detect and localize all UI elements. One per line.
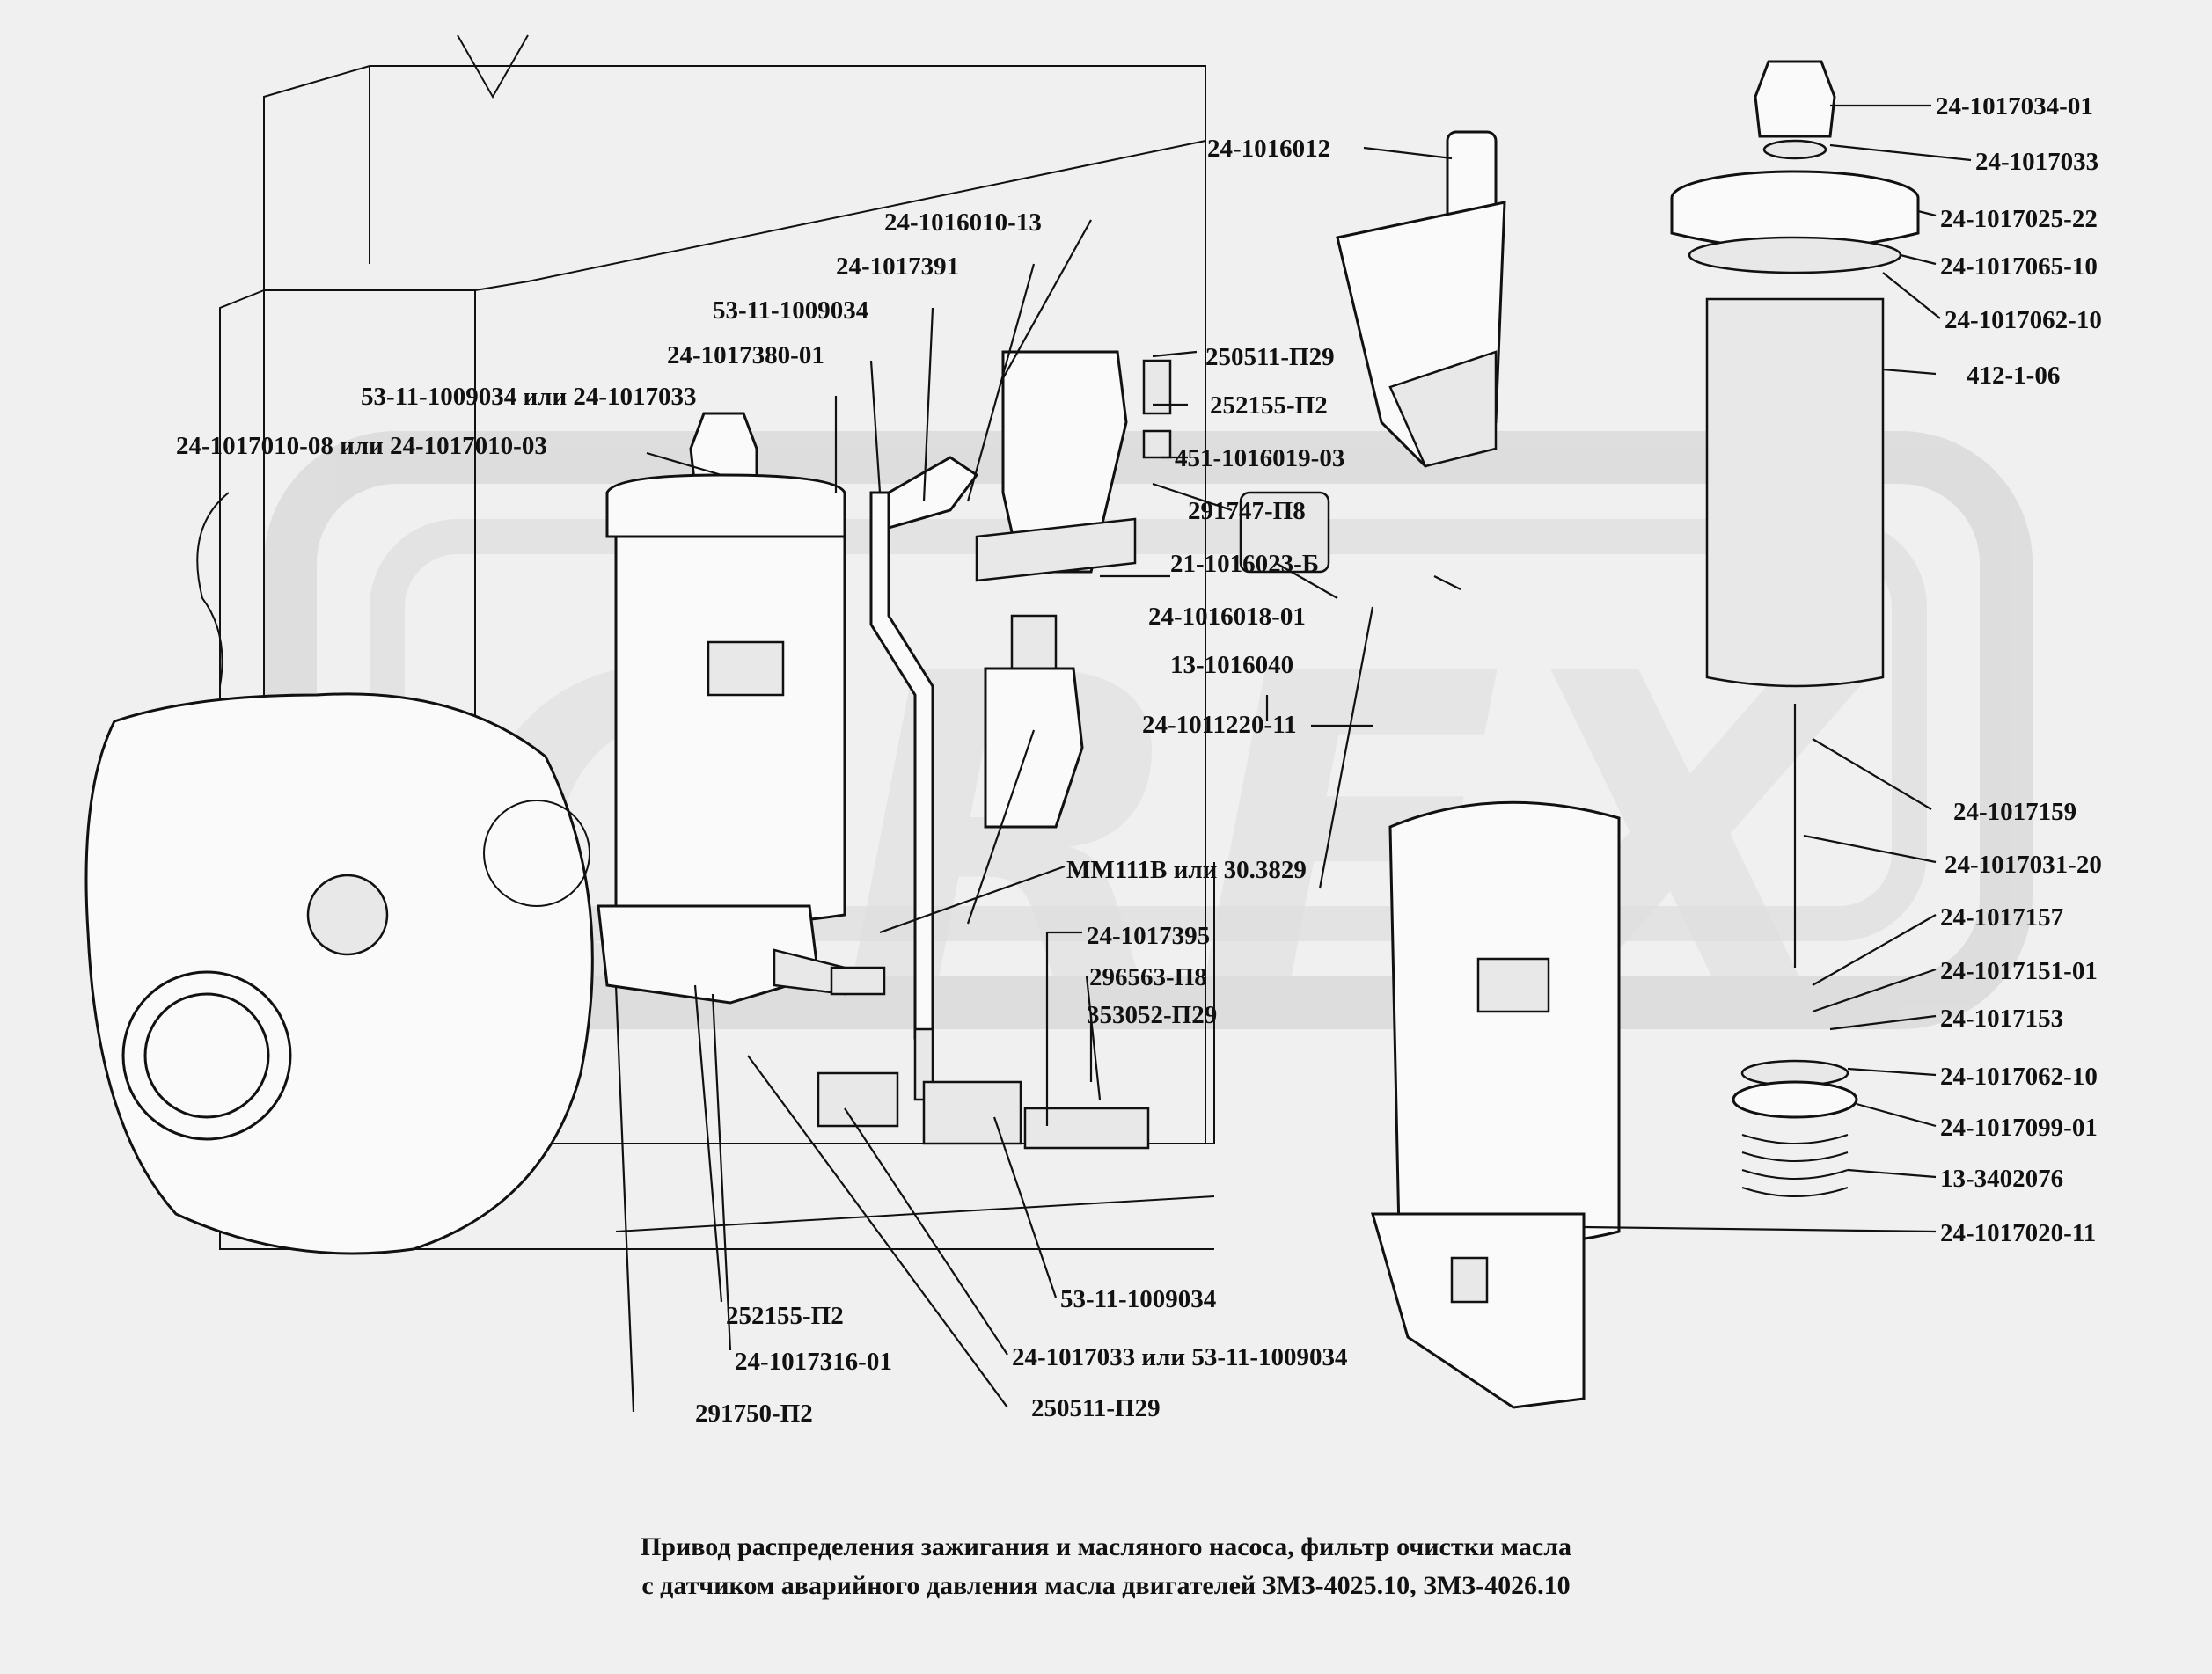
label-24-1017099-01: 24-1017099-01 (1940, 1114, 2098, 1142)
label-24-1017153: 24-1017153 (1940, 1005, 2063, 1033)
label-24-1017031-20: 24-1017031-20 (1945, 851, 2102, 879)
label-24-1017391: 24-1017391 (836, 252, 959, 281)
label-53-11-1009034: 53-11-1009034 (713, 296, 868, 325)
drive-gear-and-shafts (1142, 359, 1461, 889)
caption-line-1: Привод распределения зажигания и масляно… (641, 1532, 1571, 1561)
label-MM111V-or-30-3829: ММ111В или 30.3829 (1066, 856, 1307, 884)
fittings (817, 966, 1150, 1150)
label-24-1016018-01: 24-1016018-01 (1148, 603, 1306, 631)
label-24-1017380-01: 24-1017380-01 (667, 341, 824, 369)
label-24-1016010-13: 24-1016010-13 (884, 208, 1042, 237)
label-412-1-06: 412-1-06 (1967, 362, 2060, 390)
label-250511-P29-bottom: 250511-П29 (1031, 1394, 1161, 1422)
distributor-bracket (1336, 130, 1506, 468)
oil-filter-left (597, 412, 979, 1005)
label-24-1017062-10-top: 24-1017062-10 (1945, 306, 2102, 334)
label-291747-P8: 291747-П8 (1188, 497, 1306, 525)
label-13-1016040: 13-1016040 (1170, 651, 1293, 679)
label-24-1017065-10: 24-1017065-10 (1940, 252, 2098, 281)
label-252155-P2-bottom: 252155-П2 (726, 1302, 844, 1330)
label-13-3402076: 13-3402076 (1940, 1165, 2063, 1193)
label-24-1017010-08-or-24-1017010-03: 24-1017010-08 или 24-1017010-03 (176, 432, 547, 460)
leader-lines (614, 104, 1972, 1413)
filter-element-stack (1670, 60, 1920, 1197)
label-24-1017151-01: 24-1017151-01 (1940, 957, 2098, 985)
part-labels: 24-1016010-13 24-1017391 53-11-1009034 2… (176, 92, 2102, 1428)
label-250511-P29-top: 250511-П29 (1205, 343, 1335, 371)
label-24-1017034-01: 24-1017034-01 (1936, 92, 2093, 121)
label-53-11-1009034-bottom: 53-11-1009034 (1060, 1285, 1216, 1313)
distributor-drive (966, 350, 1137, 925)
label-24-1017020-11: 24-1017020-11 (1940, 1219, 2096, 1247)
label-24-1017033-or-53-11-1009034: 24-1017033 или 53-11-1009034 (1012, 1343, 1348, 1371)
oil-filter-right-housing (1371, 800, 1621, 1409)
label-53-11-1009034-or-24-1017033: 53-11-1009034 или 24-1017033 (361, 383, 697, 411)
label-296563-P8: 296563-П8 (1089, 963, 1207, 991)
timing-cover (84, 692, 594, 1255)
label-24-1017316-01: 24-1017316-01 (735, 1348, 892, 1376)
label-24-1017033-right: 24-1017033 (1975, 148, 2098, 176)
label-24-1017159: 24-1017159 (1953, 798, 2076, 826)
label-24-1011220-11: 24-1011220-11 (1142, 711, 1297, 739)
label-451-1016019-03: 451-1016019-03 (1175, 444, 1344, 472)
label-24-1016012: 24-1016012 (1207, 135, 1330, 163)
label-353052-P29: 353052-П29 (1087, 1001, 1217, 1029)
label-24-1017062-10-bottom: 24-1017062-10 (1940, 1063, 2098, 1091)
label-21-1016023-B: 21-1016023-Б (1170, 550, 1319, 578)
label-24-1017395: 24-1017395 (1087, 922, 1210, 950)
caption-line-2: с датчиком аварийного давления масла дви… (641, 1571, 1570, 1600)
label-252155-P2-top: 252155-П2 (1210, 391, 1328, 420)
label-24-1017025-22: 24-1017025-22 (1940, 205, 2098, 233)
label-24-1017157: 24-1017157 (1940, 903, 2063, 932)
label-291750-P2: 291750-П2 (695, 1400, 813, 1428)
